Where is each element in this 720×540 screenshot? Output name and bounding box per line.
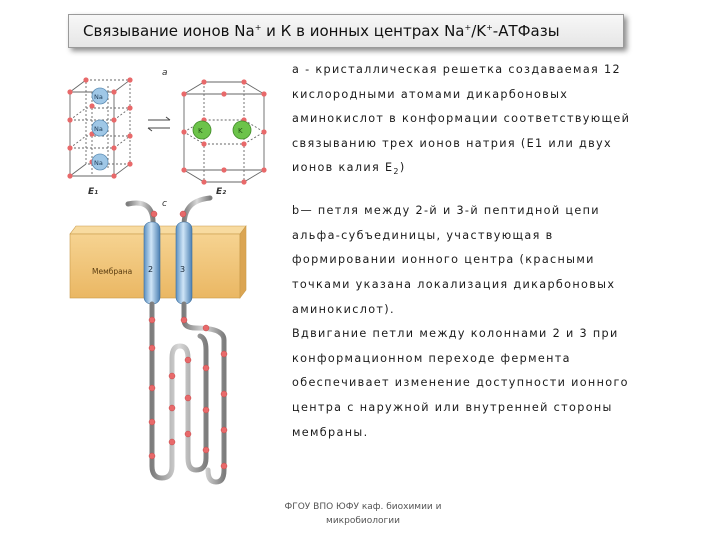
paragraph-c: Вдвигание петли между колоннами 2 и 3 пр…	[292, 327, 629, 439]
na-ions	[91, 87, 109, 171]
footer-credit: ФГОУ ВПО ЮФУ каф. биохимии и микробиолог…	[278, 500, 448, 528]
footer-line-1: ФГОУ ВПО ЮФУ каф. биохимии и	[284, 502, 442, 512]
membrane-label: Мембрана	[92, 267, 132, 276]
helix-2-label: 2	[148, 265, 153, 274]
e2-label: E₂	[216, 187, 226, 197]
paragraph-b: b— петля между 2-й и 3-й пептидной цепи …	[292, 204, 616, 316]
na-ion-label: Na	[94, 125, 103, 133]
e1-label: E₁	[88, 187, 98, 197]
panel-a-label: a	[162, 68, 168, 78]
panel-c-label: c	[162, 199, 167, 209]
k-ion-label: K	[198, 127, 203, 135]
slide-title: Связывание ионов Na+ и К в ионных центра…	[83, 22, 560, 40]
k-ions	[192, 120, 252, 140]
footer-line-2: микробиологии	[326, 516, 400, 526]
extracellular-loops	[125, 195, 213, 229]
helix-3-label: 3	[180, 265, 185, 274]
lattice-e2-sites	[181, 79, 267, 185]
paragraph-a: а - кристаллическая решетка создаваемая …	[292, 63, 631, 177]
lattice-e1-sites	[67, 77, 133, 179]
helix-2	[143, 221, 161, 305]
cytoplasmic-loop	[149, 301, 227, 485]
k-ion-label: K	[238, 127, 243, 135]
na-ion-label: Na	[94, 93, 103, 101]
equilibrium-arrows	[147, 116, 171, 132]
helix-3	[175, 221, 193, 305]
na-ion-label: Na	[94, 159, 103, 167]
dicarboxylic-sites	[148, 210, 228, 470]
title-bar: Связывание ионов Na+ и К в ионных центра…	[68, 14, 624, 48]
ion-center-figure: a Na Na Na E₁	[67, 68, 267, 485]
description-text: а - кристаллическая решетка создаваемая …	[292, 58, 652, 445]
